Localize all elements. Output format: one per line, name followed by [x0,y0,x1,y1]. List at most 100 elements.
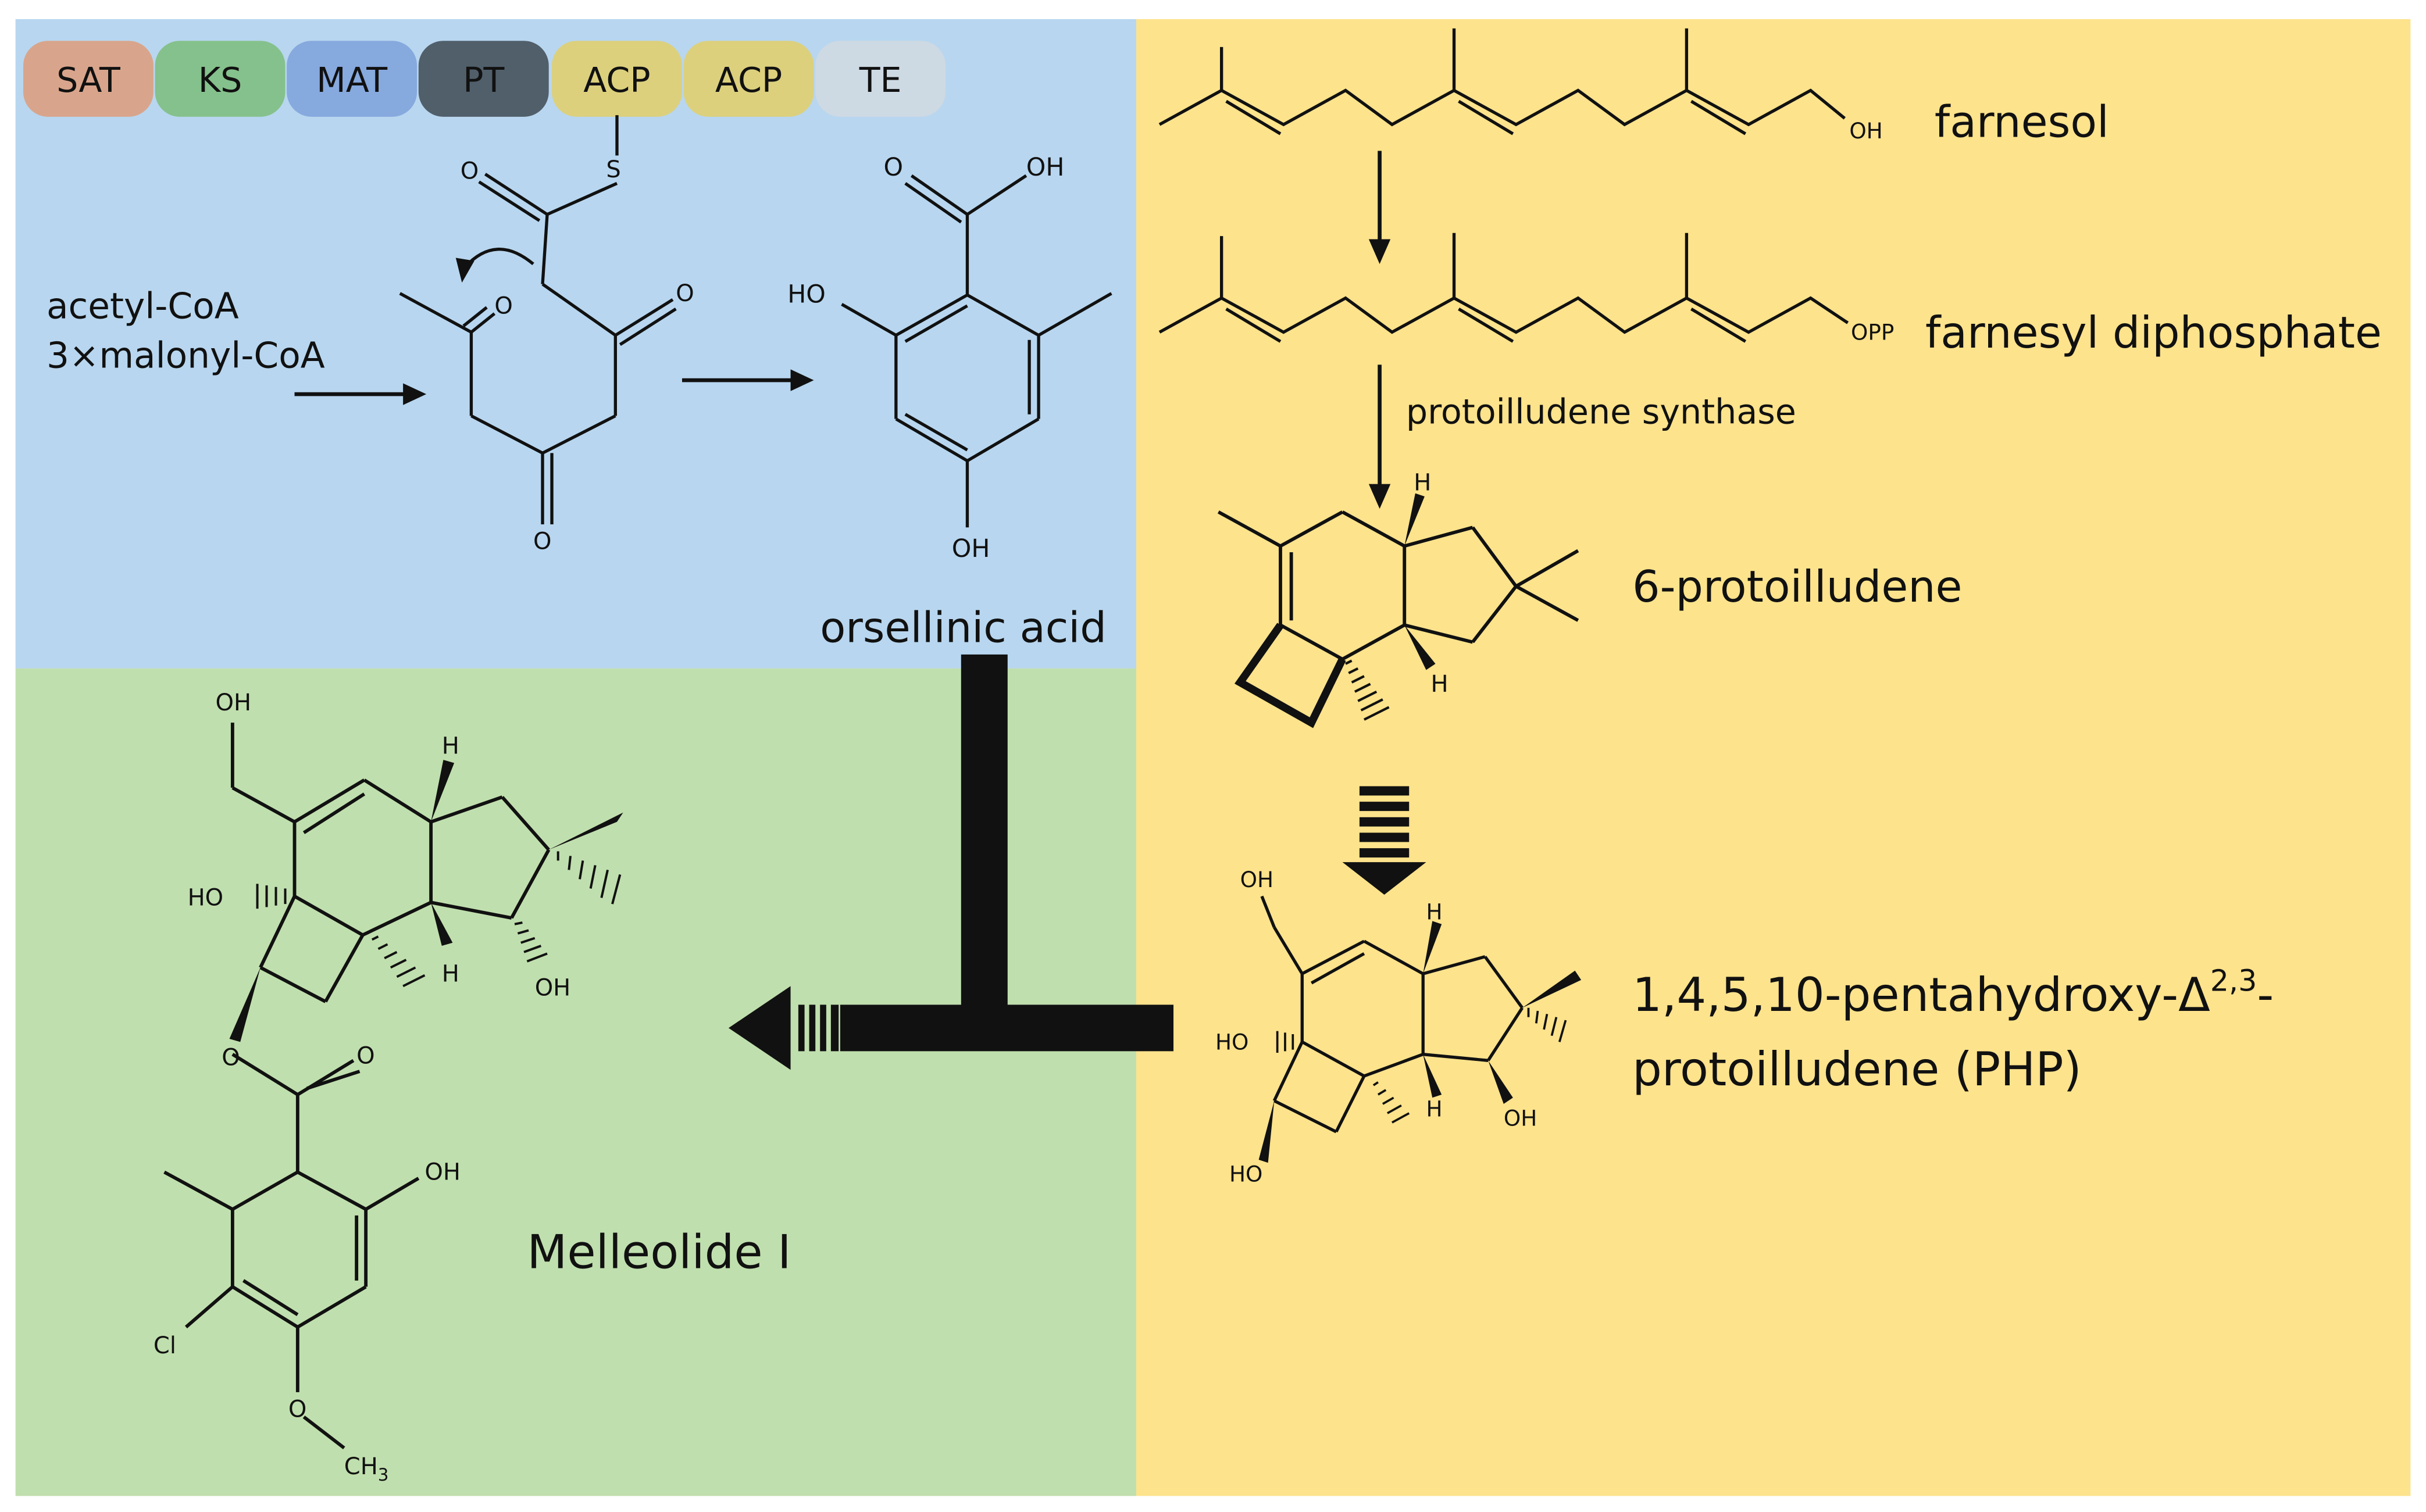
melleolide-ester-o: O [222,1044,240,1071]
terpene-panel [1136,19,2411,1496]
php-oh-right: OH [1504,1105,1537,1131]
pks-domain-label-ks-1: KS [198,60,242,100]
pks-panel [15,19,1137,669]
pks-domain-label-acp-4: ACP [583,60,650,100]
ketone-oxygen-1: O [494,292,512,319]
orsellinic-ho: HO [787,280,826,309]
melleolide-ho-left: HO [188,885,224,912]
arrow-farnesol-fpp [1368,151,1391,264]
protoilludene-structure [1217,510,1579,661]
pks-domain-te-6 [815,41,946,117]
melleolide-wedge-methyl [548,812,623,850]
orsellinic-oh-bottom: OH [952,534,990,563]
php-ho-left: HO [1215,1030,1248,1055]
protoilludene-h-bottom: H [1431,671,1449,698]
pks-domain-ks-1 [155,41,286,117]
php-name-main: 1,4,5,10-pentahydroxy-Δ [1632,968,2210,1022]
pks-domain-pt-3 [418,41,549,117]
pks-domain-label-mat-2: MAT [316,60,387,100]
melleolide-wedge-ester [229,967,261,1042]
pks-domain-mat-2 [287,41,418,117]
pks-domain-acp-4 [552,41,682,117]
cyclobutane-ring [1234,623,1346,728]
fpp-structure [1158,296,1849,334]
php-hash-methyl-center [1372,1081,1410,1124]
orsellinic-acid-oh: OH [1026,153,1065,182]
fpp-label: farnesyl diphosphate [1925,308,2382,358]
melleolide-ch3-sub: 3 [378,1465,389,1485]
melleolide-wedge-h-bottom [431,902,453,946]
melleolide-hash-methyl-center [371,935,426,988]
php-h-bottom: H [1426,1096,1443,1121]
thioester-sulfur: S [606,156,620,183]
pks-domain-label-sat-0: SAT [56,60,120,100]
protoilludene-atom-labels: H H [1414,469,1448,698]
melleolide-wedge-h-top [431,760,455,822]
fpp-opp: OPP [1851,320,1894,345]
combination-arrow [728,654,1174,1070]
orsellinic-acid-structure [841,174,1112,528]
farnesol-substituents [1219,28,1747,135]
melleolide-hash-oh [514,921,548,963]
pks-domain-acp-5 [683,41,814,117]
php-wedge-h-bottom [1423,1054,1442,1098]
farnesol-oh: OH [1849,118,1882,144]
melleolide-structure [163,723,551,1450]
melleolide-ch3: CH3 [344,1453,389,1485]
farnesol-structure [1158,88,1846,127]
melleolide-ch3-c: CH [344,1453,378,1480]
php-wedge-h-top [1423,921,1442,974]
php-wedge-ho-bottom [1258,1100,1275,1163]
ketone-oxygen-3: O [533,528,551,555]
thioester-oxygen: O [461,158,479,184]
php-wedge-methyl-right [1522,970,1582,1008]
melleolide-oh-right: OH [535,974,571,1001]
php-hash-ho-left [1276,1031,1294,1053]
melleolide-oh-top: OH [216,689,252,716]
orsellinic-carbonyl-o: O [884,153,904,182]
melleolide-oh-ring: OH [424,1159,461,1186]
pks-domain-label-acp-5: ACP [715,60,782,100]
melleolide-methoxy-o: O [288,1396,306,1422]
fpp-substituents [1219,233,1747,343]
hybrid-panel [15,668,1137,1496]
php-name-dash: - [2257,968,2274,1022]
melleolide-chlorine: Cl [154,1332,176,1359]
melleolide-hash-methyl [556,851,622,905]
php-name-superscript: 2,3 [2210,963,2257,998]
melleolide-label: Melleolide I [527,1225,791,1279]
melleolide-h-top: H [442,733,459,760]
melleolide-hash-ho [256,884,287,909]
pks-domain-label-pt-3: PT [463,60,504,100]
multi-step-arrow-down [1342,786,1426,895]
farnesol-label: farnesol [1935,97,2109,148]
pks-domain-sat-0 [23,41,154,117]
substrate-labels: acetyl-CoA 3×malonyl-CoA [47,285,325,376]
melleolide-carbonyl-o: O [356,1043,374,1070]
orsellinic-acid-label: orsellinic acid [820,603,1107,652]
php-label-line1: 1,4,5,10-pentahydroxy-Δ2,3- [1632,963,2274,1022]
php-atom-labels: OH H HO H OH HO [1215,867,1537,1187]
ketone-oxygen-2: O [676,280,694,307]
orsellinic-atom-labels: O OH HO OH [787,153,1064,563]
php-oh-top: OH [1240,867,1273,892]
protoilludene-wedge-h-top [1404,493,1425,546]
php-structure [1260,895,1524,1134]
enzyme-label: protoilludene synthase [1406,392,1796,432]
php-wedge-oh-right [1488,1060,1513,1104]
pks-reaction-arrows [294,369,814,405]
arrow-fpp-protoilludene [1368,364,1391,509]
melleolide-h-bottom: H [442,960,459,987]
substrate-malonyl-coa: 3×malonyl-CoA [47,335,325,377]
protoilludene-hash-methyl [1344,659,1390,721]
php-h-top: H [1426,899,1443,925]
substrate-acetyl-coa: acetyl-CoA [47,285,239,327]
protoilludene-label: 6-protoilludene [1632,562,1962,612]
polyketide-intermediate [399,115,677,524]
intermediate-atom-labels: S O O O O [461,156,694,555]
melleolide-atom-labels: OH H HO H OH O O OH Cl O CH3 [154,689,570,1485]
protoilludene-h-top: H [1414,469,1431,496]
php-ho-bottom: HO [1229,1161,1262,1186]
protoilludene-wedge-h-bottom [1404,625,1436,670]
